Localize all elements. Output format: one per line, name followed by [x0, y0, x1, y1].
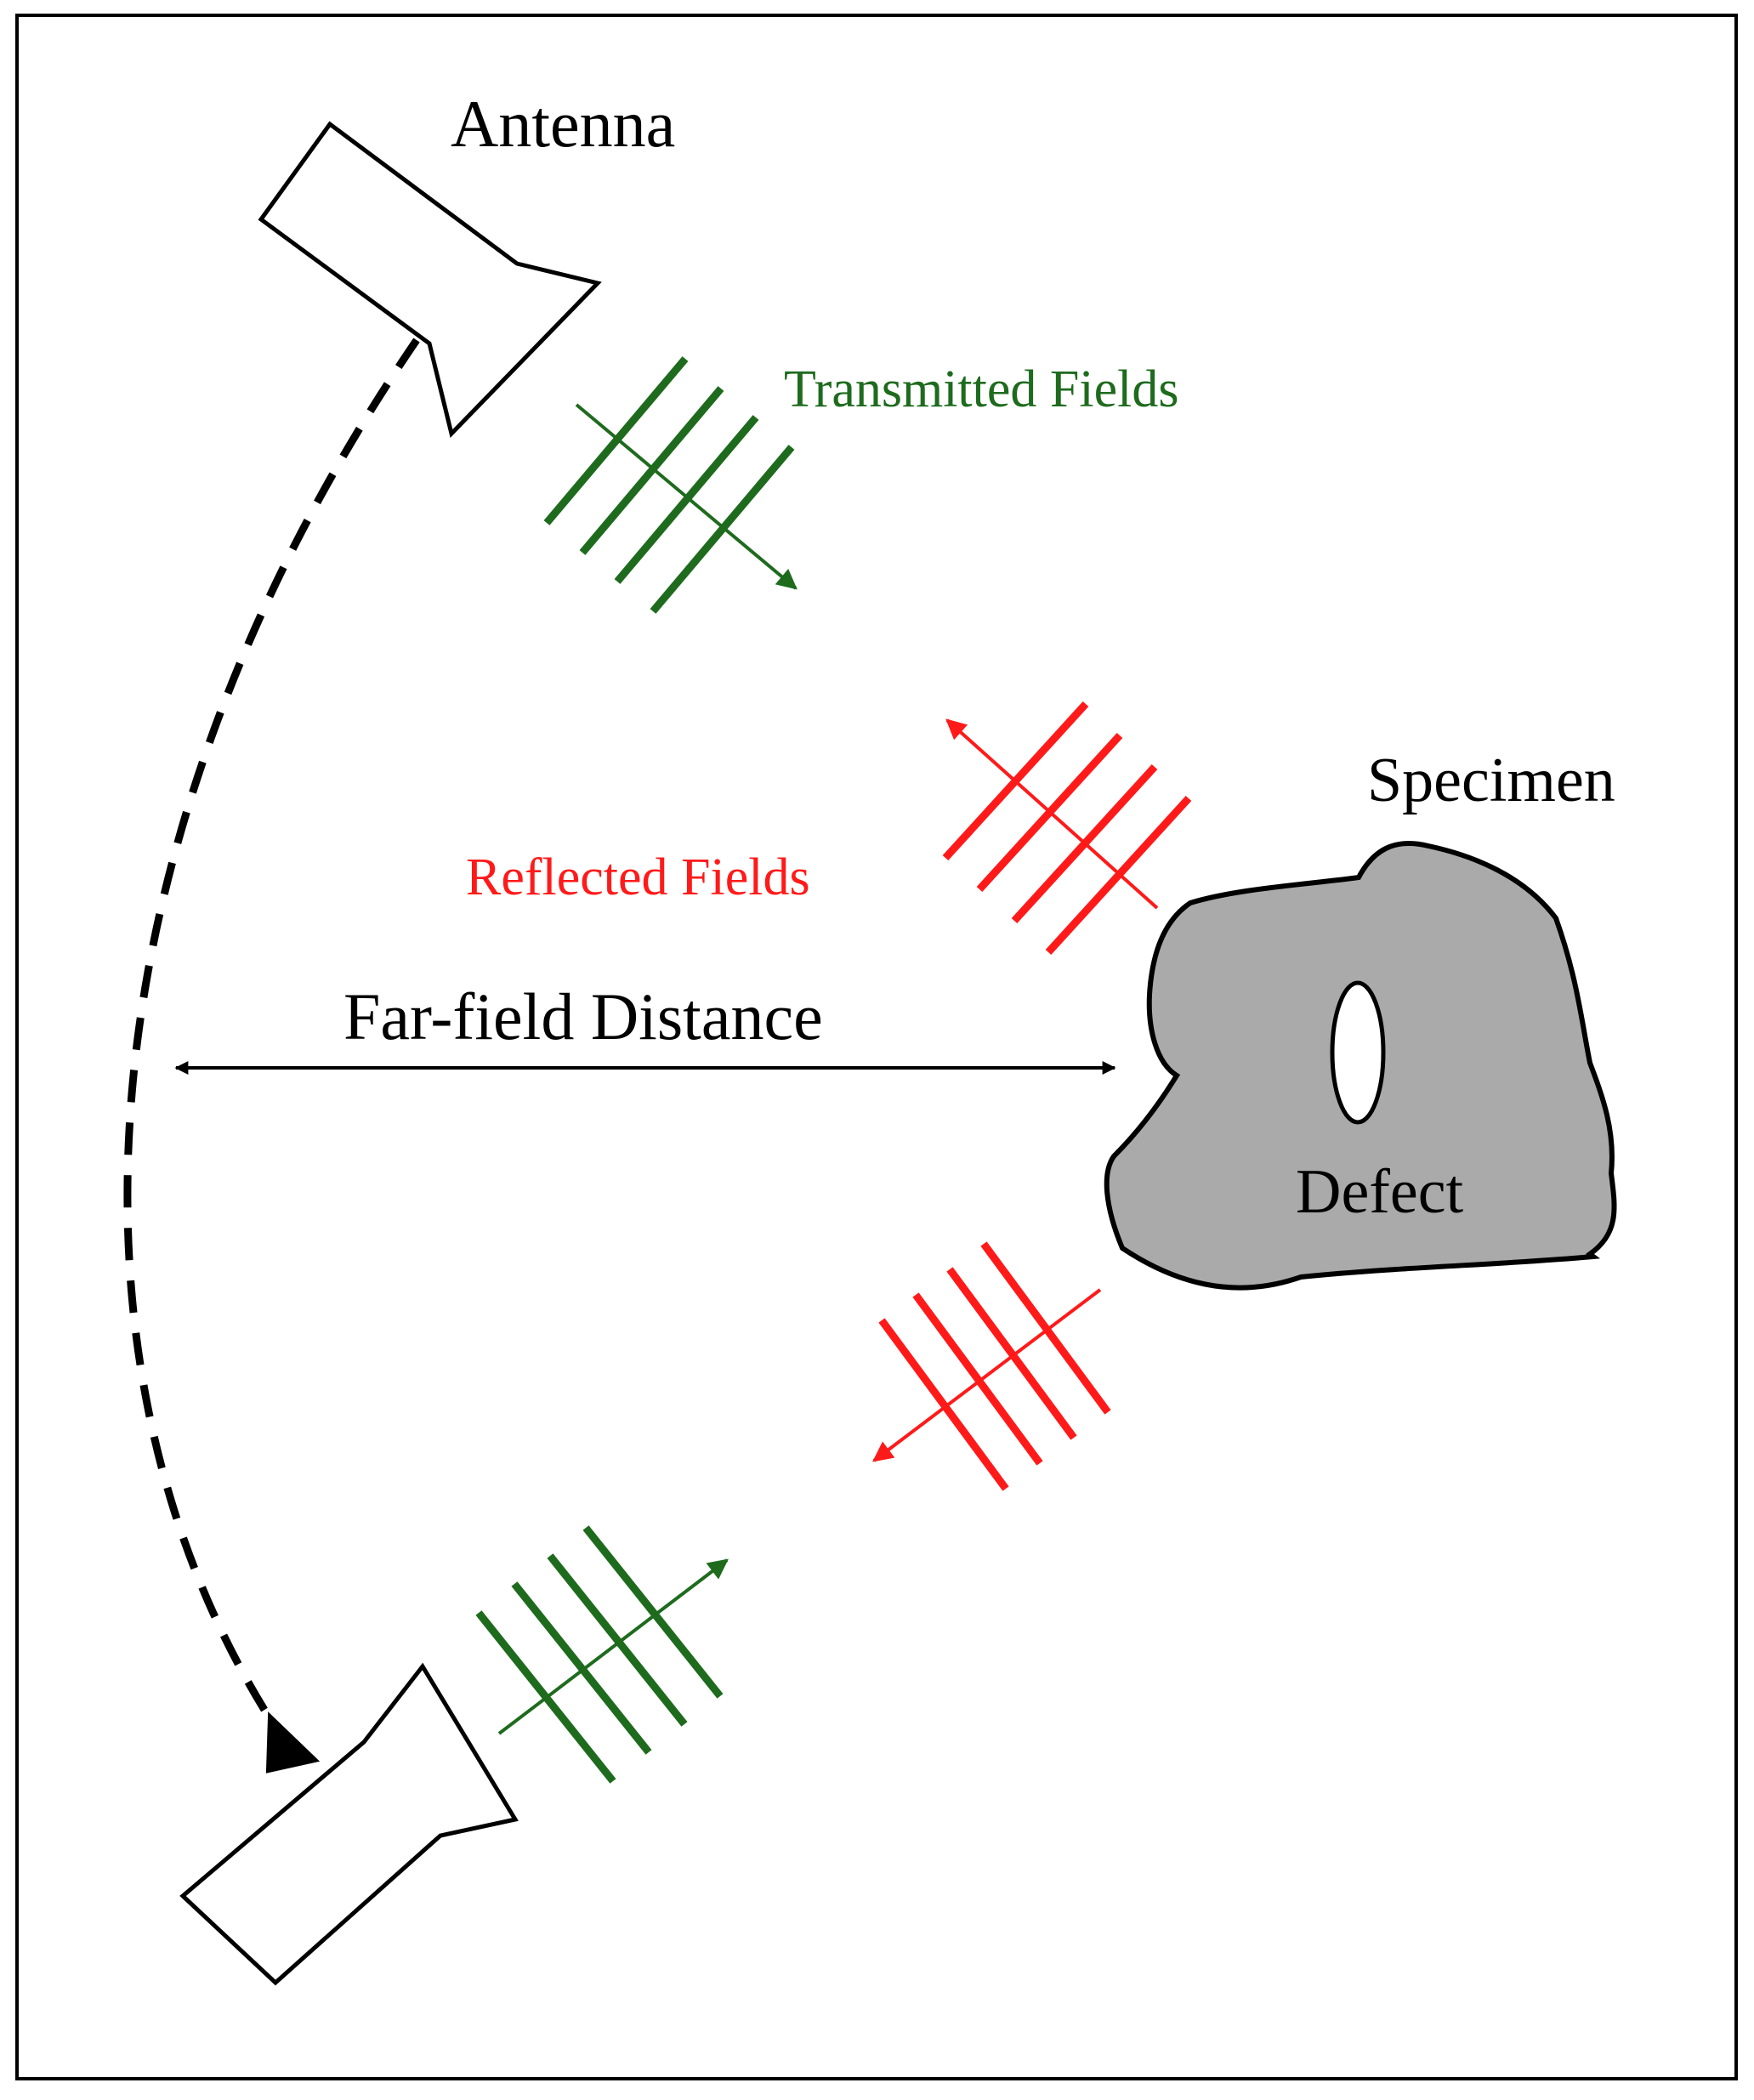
defect [1330, 980, 1386, 1125]
top-antenna [258, 121, 602, 438]
antenna-label: Antenna [451, 87, 675, 161]
far-field-distance-label: Far-field Distance [343, 979, 823, 1053]
reflected-wave-bottom [872, 1241, 1111, 1491]
transmitted-wave-top [543, 356, 798, 614]
specimen-label: Specimen [1367, 746, 1615, 815]
transmitted-wave-bottom [475, 1525, 729, 1784]
reflected-fields-label: Reflected Fields [466, 849, 810, 906]
transmitted-fields-label: Transmitted Fields [784, 360, 1179, 418]
reflected-wave-top [942, 701, 1192, 956]
rotation-path-arrow [123, 338, 420, 1762]
defect-label: Defect [1296, 1157, 1464, 1227]
bottom-antenna [179, 1662, 519, 1986]
rotation-arrowhead [265, 1711, 321, 1774]
